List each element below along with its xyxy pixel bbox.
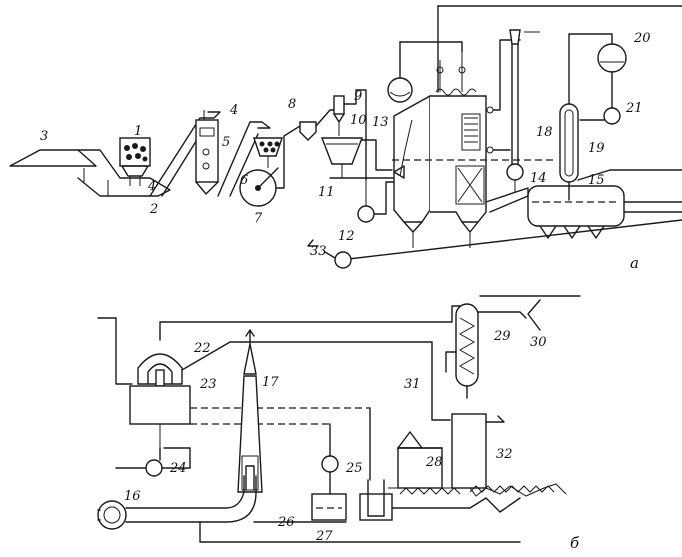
raw-coal-hopper <box>253 137 283 168</box>
separator <box>299 109 337 141</box>
pump-24 <box>145 459 163 477</box>
label-2: 2 <box>149 202 158 217</box>
label-1: 1 <box>134 124 142 139</box>
label-30: 30 <box>530 335 547 350</box>
tank-27 <box>359 407 471 521</box>
label-15: 15 <box>588 173 605 188</box>
heat-exchanger <box>445 299 541 399</box>
label-11: 11 <box>318 185 335 200</box>
label-20: 20 <box>633 31 651 46</box>
building-32 <box>451 413 487 489</box>
storage-silo <box>396 430 443 489</box>
deaerator <box>559 33 682 201</box>
coal-mill <box>239 125 301 207</box>
sublabel-b: б <box>570 534 580 552</box>
label-33: 33 <box>310 244 327 259</box>
label-4a: 4 <box>147 179 156 194</box>
label-6: 6 <box>240 173 248 188</box>
crusher <box>195 110 219 195</box>
cyclone <box>333 95 345 136</box>
label-3: 3 <box>40 129 48 144</box>
label-4b: 4 <box>229 103 238 118</box>
label-23: 23 <box>199 377 217 392</box>
scheme-b <box>97 295 581 543</box>
conveyor-4b <box>217 121 271 197</box>
label-31: 31 <box>404 377 421 392</box>
label-14: 14 <box>530 171 547 186</box>
scheme-a <box>9 5 682 269</box>
condenser <box>129 385 191 425</box>
label-28: 28 <box>425 455 443 470</box>
label-13: 13 <box>372 115 389 130</box>
label-27: 27 <box>315 529 333 544</box>
label-29: 29 <box>493 329 511 344</box>
label-8: 8 <box>288 97 296 112</box>
pulverized-coal-bunker <box>320 137 364 179</box>
economizer-stack <box>506 29 540 192</box>
coal-bunker <box>119 137 151 186</box>
label-9: 9 <box>354 89 362 104</box>
label-26: 26 <box>277 515 295 530</box>
tank-26 <box>311 493 347 521</box>
conveyor-2 <box>77 149 171 197</box>
coal-pile <box>9 149 97 167</box>
stack-tower <box>237 329 263 493</box>
conveyor-4a <box>149 111 221 197</box>
label-22: 22 <box>193 341 211 356</box>
boiler <box>393 94 431 248</box>
labels-scheme-a: 1 2 3 4 4 5 6 7 8 9 10 11 12 13 14 15 18… <box>40 31 651 272</box>
pump-33 <box>334 251 352 269</box>
label-10: 10 <box>350 113 367 128</box>
label-24: 24 <box>169 461 187 476</box>
label-16: 16 <box>124 489 141 504</box>
label-5: 5 <box>222 135 230 150</box>
convective-shaft <box>430 52 494 248</box>
label-17: 17 <box>262 375 279 390</box>
label-18: 18 <box>536 125 553 140</box>
ash-field <box>388 483 567 497</box>
label-19: 19 <box>588 141 605 156</box>
circulating-pipe <box>97 475 521 543</box>
label-7: 7 <box>254 211 263 226</box>
steam-drum <box>387 41 463 103</box>
electrostatic-precipitator <box>485 185 682 239</box>
label-32: 32 <box>496 447 513 462</box>
label-12: 12 <box>338 229 355 244</box>
labels-scheme-b: 16 17 22 23 24 25 26 27 28 29 30 31 32 б <box>124 329 580 552</box>
label-21: 21 <box>625 101 643 116</box>
label-25: 25 <box>345 461 363 476</box>
turbine-unit <box>137 341 451 421</box>
pump-12 <box>357 205 375 223</box>
sublabel-a: а <box>630 254 639 272</box>
pump-25 <box>321 455 339 473</box>
